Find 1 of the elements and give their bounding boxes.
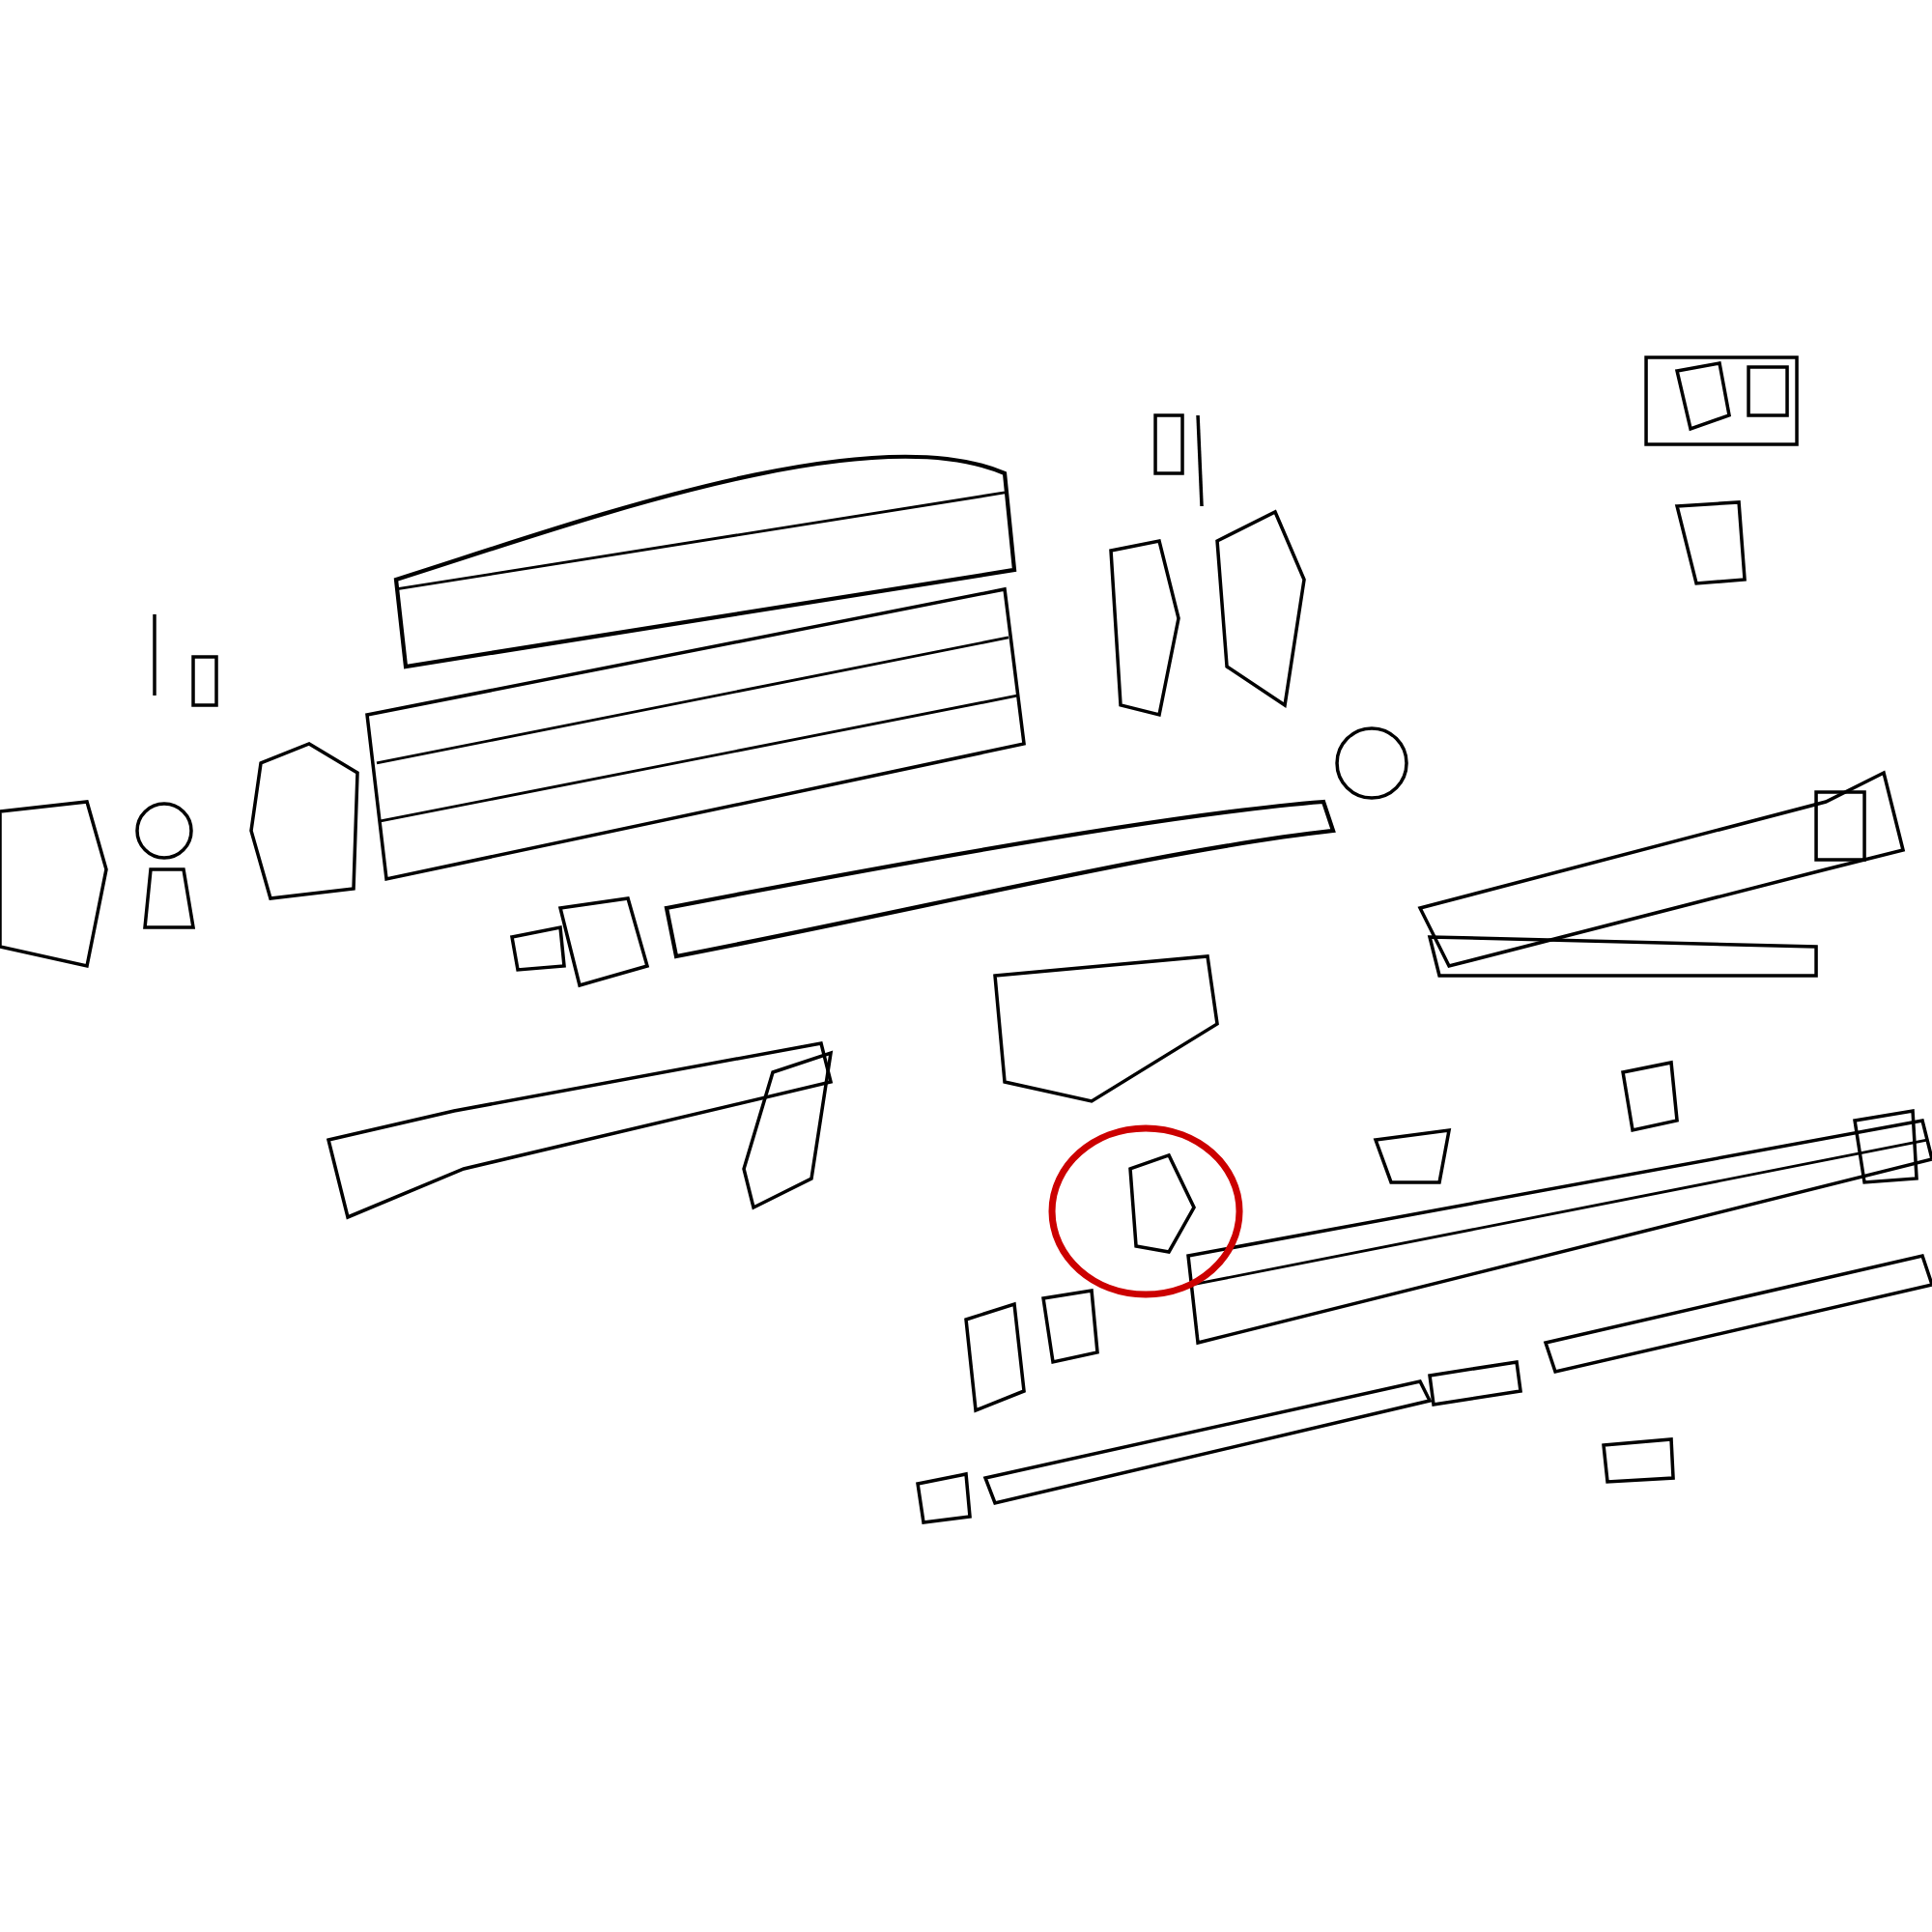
highlight-circle: [1048, 1124, 1243, 1298]
